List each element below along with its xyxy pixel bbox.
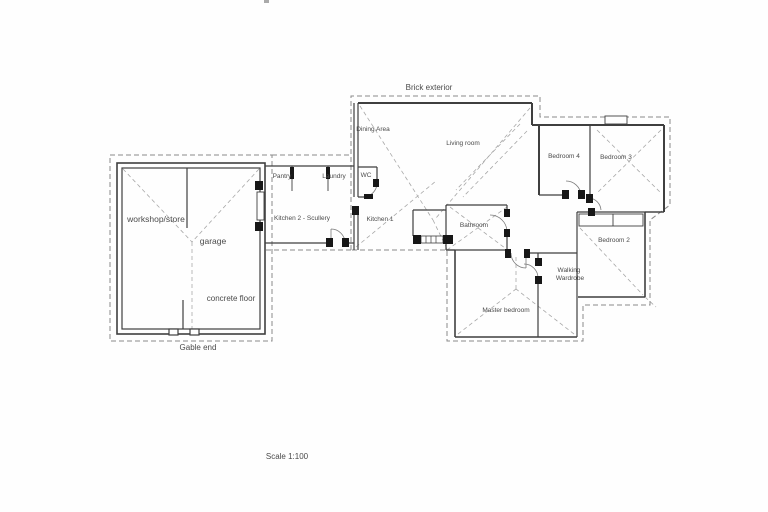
garage-pier-right [189, 328, 200, 336]
roof-valley-kitchen1 [355, 180, 437, 248]
jamb-wc-lower [364, 194, 373, 199]
jamb-step-left [413, 235, 421, 244]
room-label-wc: WC [361, 172, 372, 179]
room-label-garage: garage [200, 236, 227, 246]
jamb-laundry [326, 167, 330, 179]
roof-hip-garage-right [191, 168, 260, 243]
door-jambs [255, 167, 595, 284]
chimney [604, 115, 628, 125]
label-scale: Scale 1:100 [266, 452, 309, 461]
garage-pier-left [168, 328, 179, 336]
roof-valley-1 [455, 123, 521, 191]
jamb-wardrobe-top [535, 258, 542, 266]
jamb-step-right [443, 235, 453, 244]
room-label-dining: Dining Area [356, 126, 390, 133]
eave-boundary-lines [109, 95, 671, 342]
jamb-garage-top [255, 181, 263, 190]
roof-hip-master-right [515, 288, 575, 335]
scan-artifact [264, 0, 269, 3]
garage-side-door [256, 191, 265, 221]
roof-valley-entrance [432, 219, 448, 250]
jamb-hall-right [578, 190, 585, 199]
roof-hip-garage-left [122, 168, 193, 243]
jamb-bath-top [504, 209, 510, 217]
jamb-west-wall [352, 206, 359, 215]
roof-lines [122, 105, 662, 335]
room-label-wardrobe-line1: Walking [558, 267, 581, 274]
room-label-concrete-floor: concrete floor [207, 294, 256, 303]
jamb-kitchen-door-right [342, 238, 349, 247]
room-label-laundry: Laundry [322, 173, 346, 180]
jamb-hall-left [562, 190, 569, 199]
master-door-swing [510, 252, 527, 269]
roof-diag-bed3-2 [596, 129, 662, 194]
house-boundary [350, 95, 671, 342]
jamb-kitchen-door-left [326, 238, 333, 247]
roof-hip-living-left [359, 105, 434, 221]
jamb-master-right [524, 249, 530, 258]
room-label-pantry: Pantry [273, 173, 293, 180]
entrance-step [420, 235, 444, 244]
room-label-workshop: workshop/store [126, 214, 185, 224]
roof-hip-master-left [457, 288, 517, 335]
bathroom-door-swing [489, 214, 508, 232]
jamb-wc-right [373, 179, 379, 187]
room-label-bedroom4: Bedroom 4 [548, 153, 580, 160]
bed2-wardrobe [578, 213, 644, 227]
room-label-bedroom3: Bedroom 3 [600, 154, 632, 161]
garage-outer-wall [116, 162, 266, 335]
label-gable-end: Gable end [180, 343, 217, 352]
label-brick-exterior: Brick exterior [406, 83, 453, 92]
jamb-wardrobe-bottom [535, 276, 542, 284]
roof-valley-2 [462, 130, 528, 198]
jamb-bed3-partition [586, 194, 593, 203]
room-label-wardrobe-line2: Wardrobe [556, 275, 585, 282]
roof-diag-bed2-corner [644, 296, 657, 308]
room-label-kitchen2: Kitchen 2 - Scullery [274, 215, 331, 222]
room-label-kitchen1: Kitchen 1 [366, 216, 393, 223]
jamb-bath-bottom [504, 229, 510, 237]
entrance-wall [413, 205, 447, 211]
entrance-step-hatch [425, 236, 437, 243]
roof-hip-living-right [435, 107, 531, 219]
jamb-pantry [290, 167, 294, 179]
room-label-master: Master bedroom [482, 307, 529, 314]
room-label-bedroom2: Bedroom 2 [598, 237, 630, 244]
roof-diag-bath-2 [449, 206, 506, 249]
roof-diag-bed2 [579, 227, 644, 296]
jamb-master-left [505, 249, 511, 258]
jamb-bed2-corner [588, 208, 595, 216]
room-label-living: Living room [446, 140, 480, 147]
labels: Brick exterior Gable end Scale 1:100 wor… [126, 83, 632, 461]
garage-inner-wall [121, 167, 261, 330]
jamb-garage-bottom [255, 222, 263, 231]
garage-boundary [109, 154, 273, 342]
roof-diag-bath-1 [446, 206, 508, 251]
room-label-bathroom: Bathroom [460, 222, 488, 229]
walls [116, 102, 665, 338]
